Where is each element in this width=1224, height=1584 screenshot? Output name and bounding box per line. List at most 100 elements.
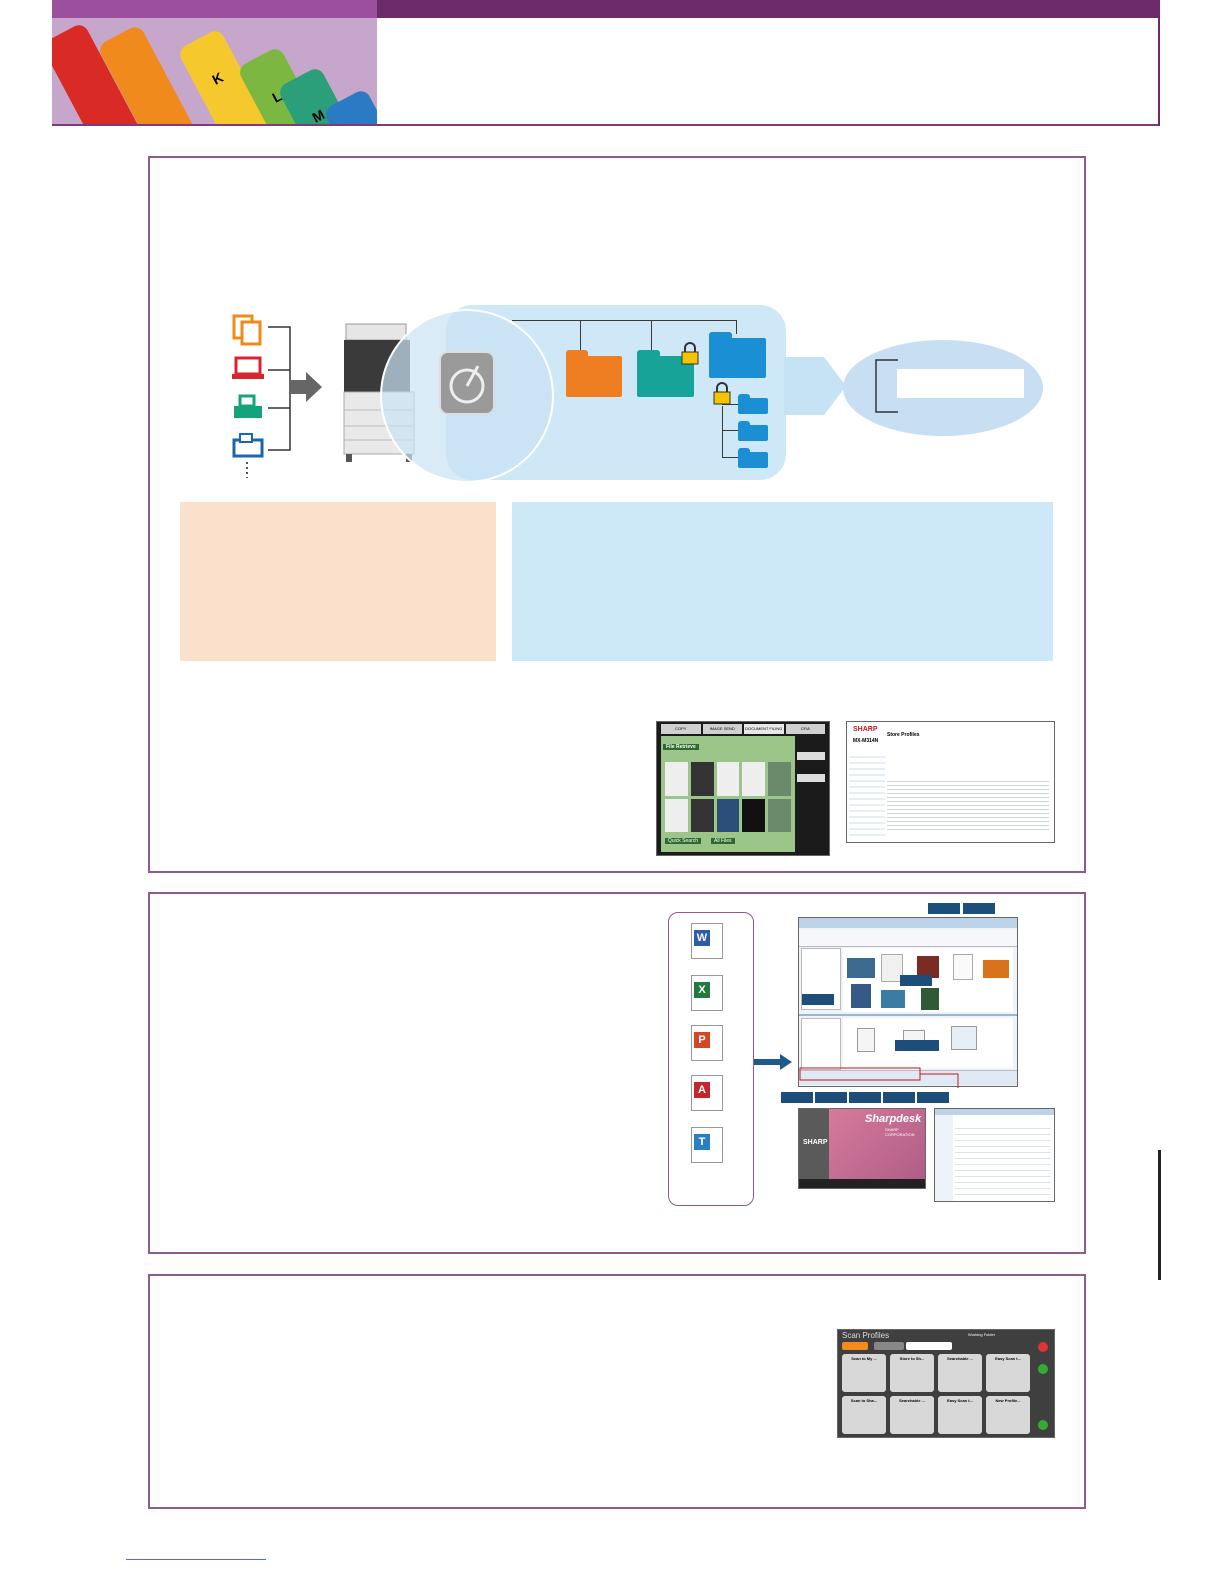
thumbnail[interactable] <box>742 762 766 796</box>
folder-tree[interactable] <box>935 1115 953 1201</box>
arrow-right-icon <box>754 1054 792 1070</box>
thumbnail[interactable] <box>983 960 1009 978</box>
folder-icon <box>566 350 622 397</box>
title-bar <box>935 1109 1054 1115</box>
web-page-title: Store Profiles <box>887 732 920 738</box>
callout-label <box>963 903 995 914</box>
file-list[interactable] <box>955 1123 1051 1199</box>
model-label: MX-M314N <box>853 738 879 744</box>
callout-label <box>802 994 834 1005</box>
word-icon: W <box>691 923 723 959</box>
excel-icon: X <box>691 975 723 1011</box>
thumbnail[interactable] <box>665 762 688 796</box>
profile-tile[interactable]: Scan to My ... <box>842 1354 886 1392</box>
thumbnail[interactable] <box>716 762 740 796</box>
thumbnail-grid <box>665 762 791 832</box>
profile-button[interactable] <box>842 1342 868 1350</box>
footer-rule <box>126 1559 266 1560</box>
side-select[interactable] <box>797 752 825 760</box>
profile-tile[interactable]: New Profile... <box>986 1396 1030 1434</box>
filter-button[interactable] <box>874 1342 904 1350</box>
scan-icon <box>234 394 262 418</box>
lower-tree[interactable] <box>801 1018 841 1070</box>
thumbnail[interactable] <box>851 984 871 1008</box>
arrow-right-icon <box>290 372 322 402</box>
sharp-logo: SHARP <box>803 1139 828 1146</box>
splash-footer <box>799 1179 925 1188</box>
subfolder-icon <box>738 448 768 468</box>
thumbnail[interactable] <box>921 988 939 1010</box>
thumbnail[interactable] <box>857 1028 875 1052</box>
thumbnail[interactable] <box>716 798 740 832</box>
title-bar <box>799 918 1017 928</box>
download-icon[interactable] <box>1038 1420 1048 1430</box>
input-icons <box>232 314 291 478</box>
profile-tile[interactable]: Easy Scan t... <box>986 1354 1030 1392</box>
quick-search-button[interactable]: Quick Search <box>665 838 702 844</box>
header-file-tabs-photo: K L M N <box>52 18 377 125</box>
copy-icon <box>232 314 262 346</box>
header-rule <box>52 124 1160 126</box>
tab-image-send[interactable]: IMAGE SEND <box>702 724 742 734</box>
profile-tile[interactable]: Scan to Sha... <box>842 1396 886 1434</box>
profile-tile[interactable]: Easy Scan t... <box>938 1396 982 1434</box>
tree-line <box>736 320 737 334</box>
tab-cfa[interactable]: CF/A <box>785 724 825 734</box>
thumbnail[interactable] <box>690 798 714 832</box>
tree-line <box>722 406 723 458</box>
header-band-right <box>377 0 1159 18</box>
touch-tab-bar: COPY IMAGE SEND DOCUMENT FILING CF/A <box>661 724 825 734</box>
tab-document-filing[interactable]: DOCUMENT FILING <box>744 724 784 734</box>
thumbnail[interactable] <box>951 1026 977 1050</box>
web-table <box>887 778 1049 830</box>
search-input[interactable] <box>906 1342 952 1350</box>
tree-line <box>512 320 736 321</box>
web-sidebar[interactable] <box>849 752 885 838</box>
tree-line <box>722 430 738 431</box>
thumbnail[interactable] <box>768 762 791 796</box>
callout-label <box>900 975 932 986</box>
thumbnail[interactable] <box>665 798 688 832</box>
output-arrow <box>784 357 846 415</box>
thumbnail[interactable] <box>953 954 973 980</box>
lock-icon <box>713 382 731 405</box>
thumbnail[interactable] <box>690 762 714 796</box>
tab-copy[interactable]: COPY <box>661 724 701 734</box>
all-files-button[interactable]: All Files <box>711 838 735 844</box>
powerpoint-icon: P <box>691 1025 723 1061</box>
callout-label <box>883 1092 915 1103</box>
side-select[interactable] <box>797 774 825 782</box>
profile-tile[interactable]: Searchable ... <box>890 1396 934 1434</box>
thumbnail[interactable] <box>881 990 905 1008</box>
fax-icon <box>232 433 264 458</box>
thumbnail[interactable] <box>847 958 875 978</box>
profile-tile[interactable]: Store to Sh... <box>890 1354 934 1392</box>
feature-box-peach <box>180 502 496 661</box>
bottom-toolbar[interactable] <box>799 1070 1017 1085</box>
tree-line <box>651 320 652 352</box>
thumbnail[interactable] <box>881 954 903 982</box>
file-type-strip: W X P A T <box>668 912 754 1206</box>
subfolder-icon <box>738 421 768 441</box>
toolbar[interactable] <box>799 930 1017 947</box>
pane-splitter[interactable] <box>799 1014 1017 1016</box>
lock-icon <box>681 342 699 365</box>
callout-label <box>895 1040 939 1051</box>
callout-label <box>781 1092 813 1103</box>
add-icon[interactable] <box>1038 1364 1048 1374</box>
web-page-screenshot: SHARP MX-M314N Store Profiles <box>846 721 1055 843</box>
file-browser: File Retrieve Quick Search All Files <box>661 736 795 852</box>
tiff-icon: T <box>691 1127 723 1163</box>
scan-profiles-title: Scan Profiles <box>842 1331 890 1340</box>
feature-box-blue <box>512 502 1053 661</box>
folder-icon <box>709 332 766 378</box>
close-icon[interactable] <box>1038 1342 1048 1352</box>
thumbnail[interactable] <box>742 798 766 832</box>
subfolder-icon <box>738 394 768 414</box>
thumbnail[interactable] <box>917 956 939 978</box>
tree-line <box>722 457 738 458</box>
profile-tile[interactable]: Searchable ... <box>938 1354 982 1392</box>
tab-letter: M <box>309 106 328 125</box>
thumbnail[interactable] <box>768 798 791 832</box>
sharpdesk-splash: SHARP Sharpdesk SHARP CORPORATION <box>798 1108 926 1189</box>
